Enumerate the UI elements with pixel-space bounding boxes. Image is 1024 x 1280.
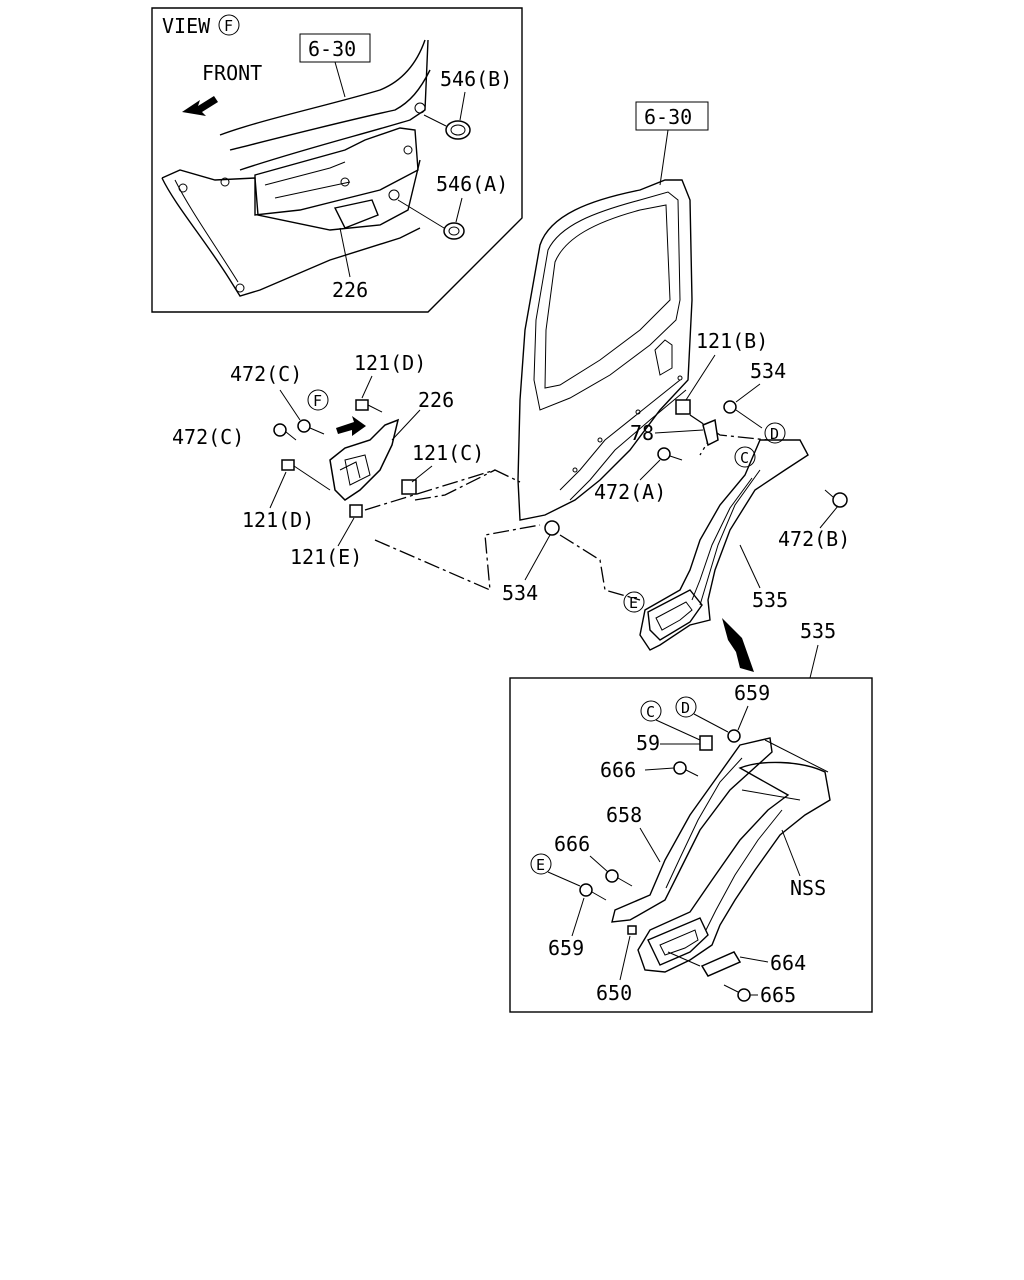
label-121b: 121(B) <box>696 329 768 353</box>
detail-circle-c: C <box>646 703 655 721</box>
view-f-inset: VIEW F 6-30 FRONT 546(B) <box>151 7 523 313</box>
fender-panel-535 <box>639 439 809 651</box>
detail-ref: 535 <box>800 619 836 643</box>
detail-label-nss: NSS <box>790 876 826 900</box>
clip-121c <box>401 479 417 495</box>
view-title-circle: F <box>224 17 233 35</box>
grommet-546a <box>443 222 465 240</box>
view-title: VIEW <box>162 14 211 38</box>
label-535-main: 535 <box>752 588 788 612</box>
circle-d: D <box>770 425 779 443</box>
detail-label-664: 664 <box>770 951 806 975</box>
bolt-666-top <box>673 761 699 777</box>
detail-inset: 535 <box>509 619 873 1013</box>
main-assembly: 6-30 <box>172 101 850 672</box>
label-472b: 472(B) <box>778 527 850 551</box>
detail-strip-658 <box>611 737 773 923</box>
bolt-659-top <box>727 729 741 743</box>
label-534-top: 534 <box>750 359 786 383</box>
label-472c-left: 472(C) <box>172 425 244 449</box>
detail-label-665: 665 <box>760 983 796 1007</box>
bolt-121d-bot <box>281 459 331 491</box>
detail-circle-d: D <box>681 699 690 717</box>
view-label-546a: 546(A) <box>436 172 508 196</box>
detail-label-666-mid: 666 <box>554 832 590 856</box>
circle-f: F <box>313 392 322 410</box>
detail-label-658: 658 <box>606 803 642 827</box>
door-ref-box <box>635 101 709 131</box>
bolt-666-mid <box>605 869 633 887</box>
bolt-472b <box>824 489 848 508</box>
detail-circle-e: E <box>536 856 545 874</box>
clip-121b <box>675 399 691 415</box>
detail-label-659-bot: 659 <box>548 936 584 960</box>
label-472c-top: 472(C) <box>230 362 302 386</box>
bolt-472a <box>657 447 683 461</box>
label-226: 226 <box>418 388 454 412</box>
front-arrow-icon <box>182 96 218 116</box>
circle-e: E <box>629 594 638 612</box>
clip-59 <box>699 735 713 751</box>
bolt-472c-top <box>297 419 325 435</box>
bolt-534-bot <box>544 520 560 536</box>
label-534-bot: 534 <box>502 581 538 605</box>
front-label: FRONT <box>202 61 262 85</box>
bracket-226 <box>329 418 400 501</box>
detail-label-666-top: 666 <box>600 758 636 782</box>
detail-label-650: 650 <box>596 981 632 1005</box>
bolt-534-top <box>723 400 763 429</box>
label-121c: 121(C) <box>412 441 484 465</box>
view-ref: 6-30 <box>308 37 356 61</box>
label-472a: 472(A) <box>594 480 666 504</box>
clip-78 <box>702 418 719 447</box>
bolt-665 <box>723 984 751 1002</box>
view-label-546b: 546(B) <box>440 67 512 91</box>
label-78: 78 <box>630 421 654 445</box>
circle-c: C <box>740 449 749 467</box>
bolt-472c-left <box>273 423 297 441</box>
cover-664 <box>700 951 742 977</box>
bolt-659-bot <box>579 883 607 901</box>
detail-label-59: 59 <box>636 731 660 755</box>
bolt-121d-top <box>355 399 383 413</box>
detail-fender <box>637 761 831 973</box>
grommet-546b <box>445 120 471 140</box>
label-121d-top: 121(D) <box>354 351 426 375</box>
detail-label-659-top: 659 <box>734 681 770 705</box>
label-121d-bot: 121(D) <box>242 508 314 532</box>
detail-arrow-icon <box>722 618 754 672</box>
label-121e: 121(E) <box>290 545 362 569</box>
view-label-226: 226 <box>332 278 368 302</box>
door-ref: 6-30 <box>644 105 692 129</box>
clip-650 <box>627 925 637 935</box>
clip-121e <box>349 504 363 518</box>
door-panel <box>517 179 693 521</box>
arrow-f-icon <box>336 416 366 436</box>
